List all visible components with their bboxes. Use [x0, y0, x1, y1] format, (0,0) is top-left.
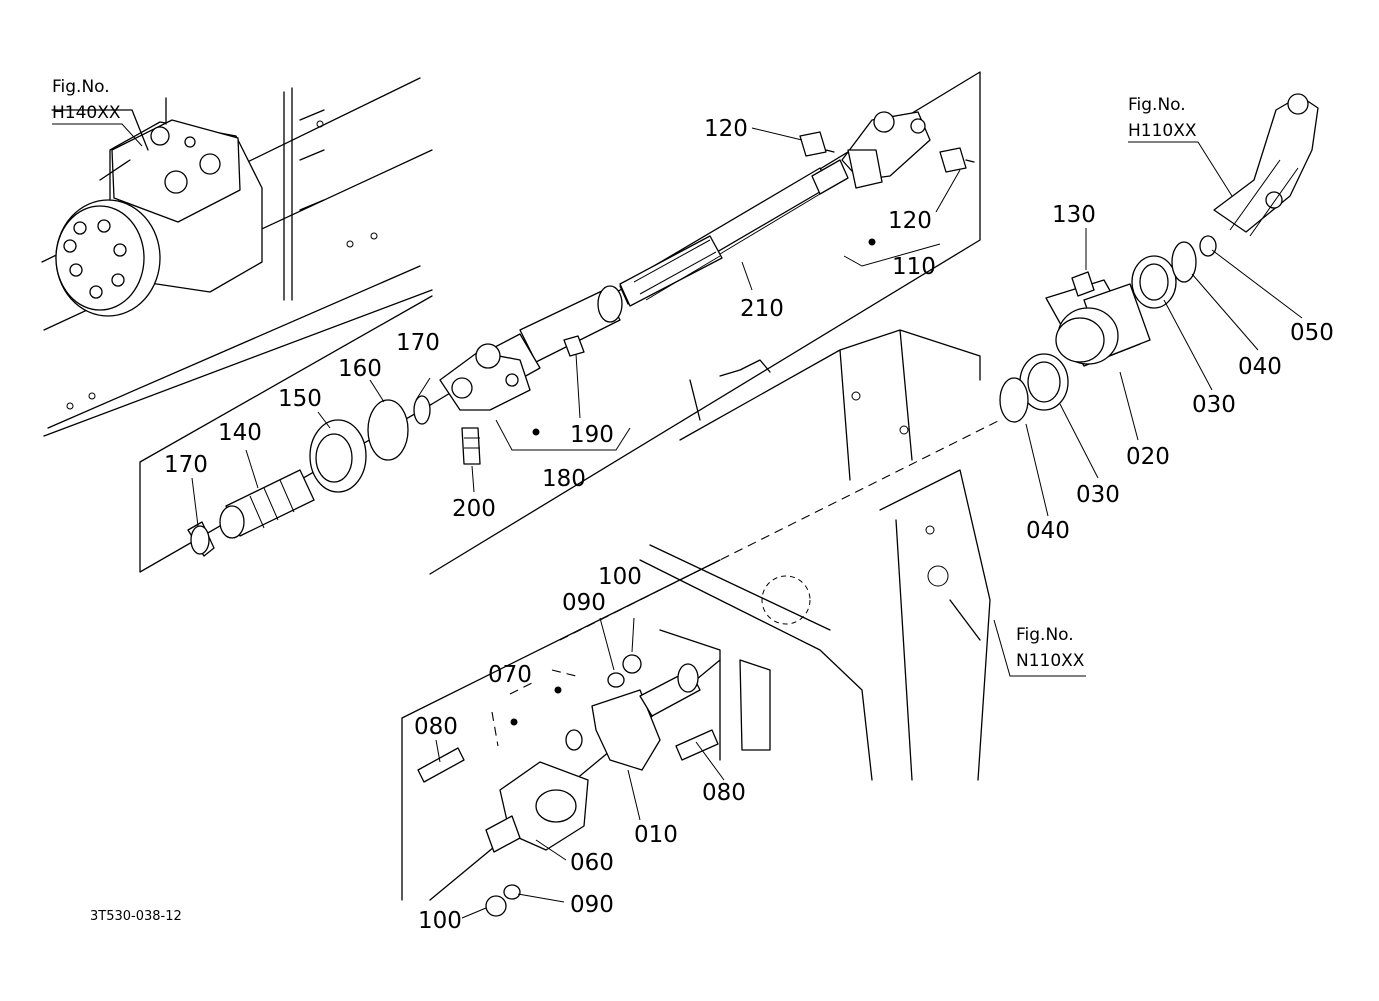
figure-ref-h140[interactable]: Fig.No. H140XX	[52, 77, 121, 123]
part-030-label[interactable]: 030	[1076, 482, 1120, 508]
lower-joint-assembly	[417, 654, 719, 917]
part-020-label[interactable]: 020	[1126, 444, 1170, 470]
part-040-label[interactable]: 040	[1026, 518, 1070, 544]
part-180-label[interactable]: 180	[542, 466, 586, 492]
part-200-label[interactable]: 200	[452, 496, 496, 522]
part-070-label[interactable]: 070	[488, 662, 532, 688]
part-060-label[interactable]: 060	[570, 850, 614, 876]
fig-code: H110XX	[1128, 121, 1197, 141]
part-100-label[interactable]: 100	[598, 564, 642, 590]
steering-valve	[41, 77, 433, 437]
part-050-label[interactable]: 050	[1290, 320, 1334, 346]
part-030-label[interactable]: 030	[1192, 392, 1236, 418]
part-130-label[interactable]: 130	[1052, 202, 1096, 228]
part-190-label[interactable]: 190	[570, 422, 614, 448]
fig-code: H140XX	[52, 103, 121, 123]
part-120-label[interactable]: 120	[888, 208, 932, 234]
fig-code: N110XX	[1016, 651, 1085, 671]
part-170-label[interactable]: 170	[164, 452, 208, 478]
figure-ref-n110[interactable]: Fig.No. N110XX	[1016, 625, 1085, 671]
part-140-label[interactable]: 140	[218, 420, 262, 446]
part-100-label[interactable]: 100	[418, 908, 462, 934]
part-040-label[interactable]: 040	[1238, 354, 1282, 380]
bearing-housing-assembly	[999, 93, 1319, 423]
part-160-label[interactable]: 160	[338, 356, 382, 382]
fig-label: Fig.No.	[1128, 95, 1186, 115]
part-080-label[interactable]: 080	[414, 714, 458, 740]
fig-label: Fig.No.	[52, 77, 110, 97]
drawing-code: 3T530-038-12	[90, 909, 182, 924]
part-120-label[interactable]: 120	[704, 116, 748, 142]
part-010-label[interactable]: 010	[634, 822, 678, 848]
part-080-label[interactable]: 080	[702, 780, 746, 806]
part-170-label[interactable]: 170	[396, 330, 440, 356]
part-090-label[interactable]: 090	[570, 892, 614, 918]
part-110-label[interactable]: 110	[892, 254, 936, 280]
part-210-label[interactable]: 210	[740, 296, 784, 322]
figure-ref-h110[interactable]: Fig.No. H110XX	[1128, 95, 1197, 141]
steering-shaft-assembly	[439, 111, 975, 465]
part-090-label[interactable]: 090	[562, 590, 606, 616]
leader-lines	[52, 123, 1303, 919]
part-150-label[interactable]: 150	[278, 386, 322, 412]
part-labels: 010 020 030 030 040 040 050 060 070 080 …	[164, 116, 1334, 934]
fig-label: Fig.No.	[1016, 625, 1074, 645]
shaft-bearing-stack	[187, 395, 431, 557]
